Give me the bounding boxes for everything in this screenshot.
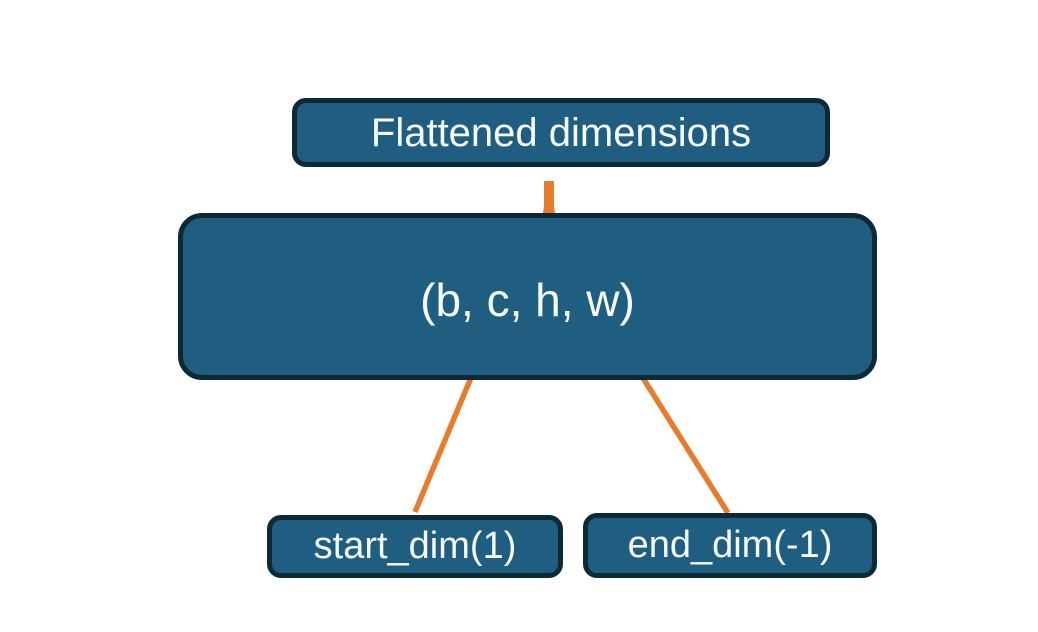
node-start-dim-label: start_dim(1) bbox=[313, 524, 517, 567]
node-tensor-shape: (b, c, h, w) bbox=[178, 213, 877, 380]
node-flattened-dimensions: Flattened dimensions bbox=[292, 98, 830, 167]
arrow-start-dim-line bbox=[412, 359, 481, 514]
arrow-end-dim-line bbox=[628, 357, 731, 515]
node-start-dim: start_dim(1) bbox=[267, 515, 563, 578]
node-end-dim-label: end_dim(-1) bbox=[627, 523, 833, 566]
node-end-dim: end_dim(-1) bbox=[583, 513, 877, 578]
node-tensor-shape-label: (b, c, h, w) bbox=[420, 274, 635, 327]
node-flattened-dimensions-label: Flattened dimensions bbox=[370, 110, 752, 155]
